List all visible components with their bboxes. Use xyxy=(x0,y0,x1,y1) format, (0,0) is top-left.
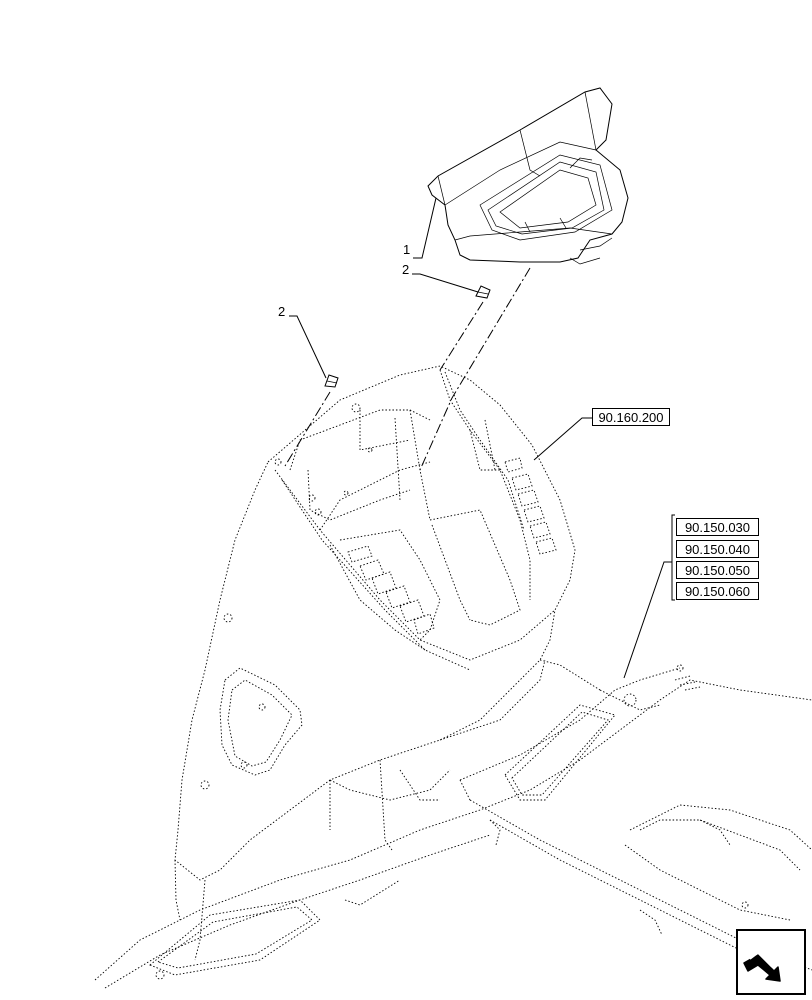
next-page-arrow-icon[interactable] xyxy=(736,929,806,995)
reference-cab-3[interactable]: 90.150.050 xyxy=(676,561,759,579)
callout-item-1: 1 xyxy=(403,242,411,257)
cab-floor xyxy=(94,659,812,989)
assembly-lines xyxy=(284,267,531,471)
reference-cab-4[interactable]: 90.150.060 xyxy=(676,582,759,600)
clip-part-upper xyxy=(475,285,491,299)
clip-part-left xyxy=(324,374,339,388)
callout-leaders xyxy=(289,197,675,679)
callout-item-2-left: 2 xyxy=(278,304,286,319)
instrument-cover-part xyxy=(427,87,629,265)
reference-cab-1[interactable]: 90.150.030 xyxy=(676,518,759,536)
dashboard-console xyxy=(174,365,576,961)
callout-item-2-upper: 2 xyxy=(402,262,410,277)
reference-cab-2[interactable]: 90.150.040 xyxy=(676,540,759,558)
reference-dashboard[interactable]: 90.160.200 xyxy=(592,408,670,426)
